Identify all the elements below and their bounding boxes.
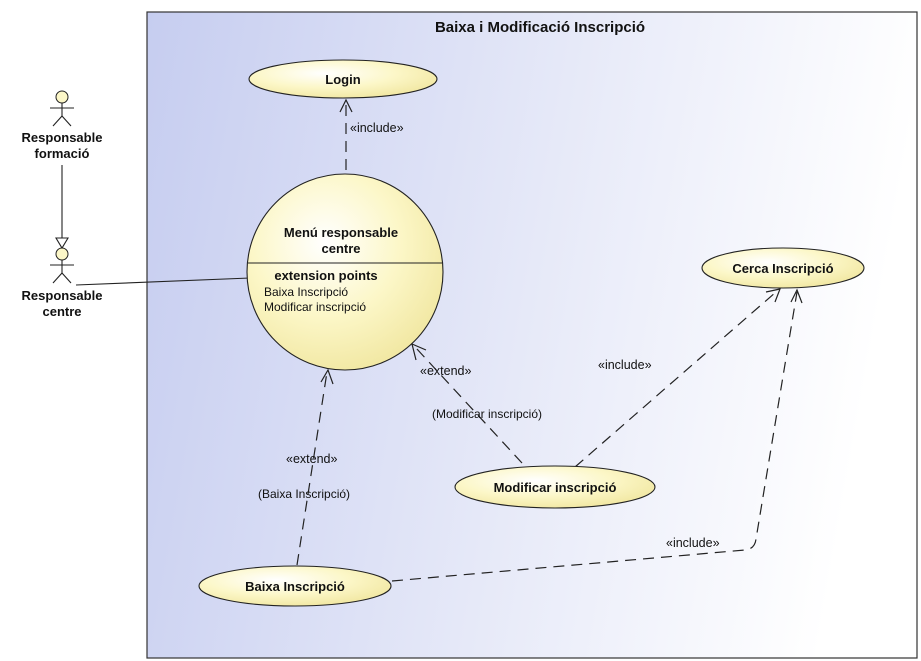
extension-point: Modificar inscripció	[264, 300, 366, 314]
use-case-login[interactable]: Login	[248, 59, 438, 99]
use-case-label: Modificar inscripció	[494, 480, 617, 495]
extension-points-header: extension points	[274, 268, 377, 283]
actor-responsable-centre[interactable]: Responsable centre	[22, 247, 103, 319]
stereotype-label: «extend»	[420, 364, 471, 378]
use-case-label: Cerca Inscripció	[732, 261, 833, 276]
association-line[interactable]	[75, 277, 251, 286]
actor-label-line2: formació	[35, 146, 90, 161]
actor-label-line1: Responsable	[22, 288, 103, 303]
actor-label-line1: Responsable	[22, 130, 103, 145]
stereotype-label: «include»	[666, 536, 720, 550]
actor-responsable-formacio[interactable]: Responsable formació	[22, 90, 103, 161]
use-case-cerca-inscripcio[interactable]: Cerca Inscripció	[701, 247, 865, 289]
condition-label: (Modificar inscripció)	[432, 407, 542, 421]
generalization-arrow[interactable]	[55, 165, 69, 250]
extension-point: Baixa Inscripció	[264, 285, 348, 299]
use-case-baixa-inscripcio[interactable]: Baixa Inscripció	[198, 565, 392, 607]
stereotype-label: «include»	[598, 358, 652, 372]
actor-label-line2: centre	[42, 304, 81, 319]
relation-menu-include-login[interactable]: «include»	[339, 98, 404, 170]
use-case-modificar-inscripcio[interactable]: Modificar inscripció	[454, 465, 656, 509]
relation-modificar-include-cerca[interactable]: «include»	[574, 288, 781, 468]
actor-stick-figure-icon	[50, 247, 74, 284]
relation-baixa-extend-menu[interactable]: «extend» (Baixa Inscripció)	[258, 368, 350, 566]
use-case-label: Baixa Inscripció	[245, 579, 345, 594]
relation-modificar-extend-menu[interactable]: «extend» (Modificar inscripció)	[411, 342, 542, 464]
stereotype-label: «include»	[350, 121, 404, 135]
boundary-title: Baixa i Modificació Inscripció	[435, 19, 645, 36]
use-case-label: Login	[325, 72, 360, 87]
use-case-menu-responsable-centre[interactable]: Menú responsable centre extension points…	[246, 173, 444, 371]
stereotype-label: «extend»	[286, 452, 337, 466]
use-case-label-line1: Menú responsable	[284, 225, 398, 240]
actor-stick-figure-icon	[50, 90, 74, 127]
use-case-label-line2: centre	[321, 241, 360, 256]
relation-baixa-include-cerca[interactable]: «include»	[391, 288, 803, 582]
system-boundary[interactable]: Baixa i Modificació Inscripció	[146, 11, 918, 659]
condition-label: (Baixa Inscripció)	[258, 487, 350, 501]
